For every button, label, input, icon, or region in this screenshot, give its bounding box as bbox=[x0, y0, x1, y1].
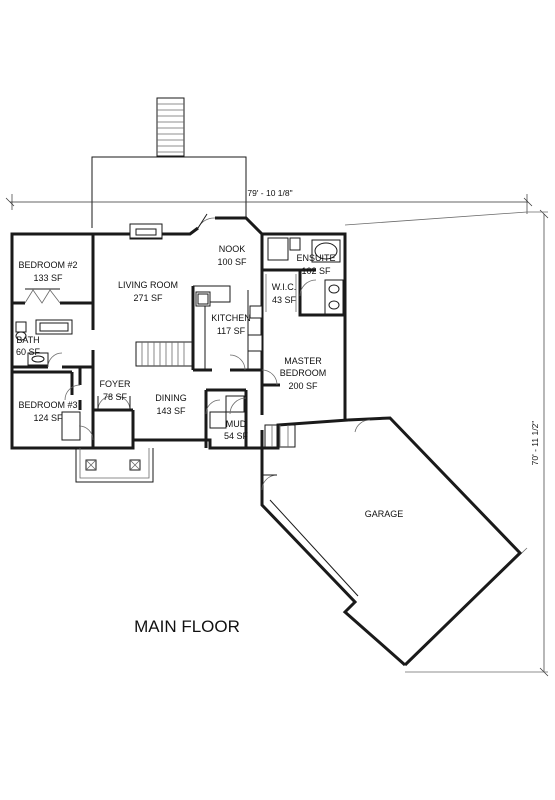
master-name-line2: BEDROOM bbox=[280, 368, 327, 378]
living-name: LIVING ROOM bbox=[118, 280, 178, 290]
garage bbox=[260, 416, 523, 667]
bedroom2-closet bbox=[24, 288, 61, 304]
depth-dimension: 70' - 11 1/2" bbox=[405, 209, 549, 677]
nook-door bbox=[197, 213, 216, 229]
kitchen-area: 117 SF bbox=[217, 326, 246, 336]
nook-name: NOOK bbox=[219, 244, 246, 254]
bedroom3-closet bbox=[61, 384, 94, 441]
front-porch bbox=[75, 448, 154, 483]
kitchen-fixtures bbox=[193, 285, 263, 371]
mud-area: 54 SF bbox=[224, 431, 249, 441]
ensuite-area: 102 SF bbox=[301, 266, 331, 276]
garage-leaders bbox=[344, 211, 528, 666]
wic-area: 43 SF bbox=[272, 295, 297, 305]
width-dimension: 79' - 10 1/8" bbox=[5, 188, 533, 214]
bedroom2-area: 133 SF bbox=[33, 273, 63, 283]
dining-area: 143 SF bbox=[156, 406, 186, 416]
depth-dimension-label: 70' - 11 1/2" bbox=[530, 421, 540, 466]
width-dimension-label: 79' - 10 1/8" bbox=[247, 188, 292, 198]
master-area: 200 SF bbox=[288, 381, 318, 391]
fireplace bbox=[129, 223, 163, 240]
foyer-doors bbox=[97, 395, 131, 411]
foyer-name: FOYER bbox=[99, 379, 131, 389]
rear-stairs bbox=[156, 97, 185, 157]
master-name: MASTER bbox=[284, 356, 322, 366]
wic-rods bbox=[265, 274, 297, 312]
bedroom3-area: 124 SF bbox=[33, 413, 63, 423]
nook-area: 100 SF bbox=[217, 257, 247, 267]
wic-name: W.I.C. bbox=[272, 282, 297, 292]
bath-name: BATH bbox=[16, 335, 39, 345]
mud-name: MUD bbox=[226, 419, 247, 429]
foyer-area: 78 SF bbox=[103, 392, 128, 402]
kitchen-name: KITCHEN bbox=[211, 313, 251, 323]
floor-title: MAIN FLOOR bbox=[134, 617, 240, 636]
room-labels: BEDROOM #2 133 SF LIVING ROOM 271 SF NOO… bbox=[16, 244, 403, 519]
garage-steps bbox=[264, 424, 296, 448]
interior-walls bbox=[12, 234, 345, 448]
mud-fixtures bbox=[205, 395, 247, 429]
master-door bbox=[261, 369, 278, 386]
bath-fixtures bbox=[15, 319, 73, 368]
bath-area: 60 SF bbox=[16, 347, 41, 357]
bedroom3-name: BEDROOM #3 bbox=[18, 400, 77, 410]
rear-deck bbox=[91, 156, 247, 228]
living-area: 271 SF bbox=[133, 293, 163, 303]
ensuite-fixtures bbox=[267, 237, 344, 315]
dining-name: DINING bbox=[155, 393, 187, 403]
garage-name: GARAGE bbox=[365, 509, 404, 519]
ensuite-name: ENSUITE bbox=[296, 253, 335, 263]
interior-stairs bbox=[135, 341, 194, 367]
bedroom2-name: BEDROOM #2 bbox=[18, 260, 77, 270]
